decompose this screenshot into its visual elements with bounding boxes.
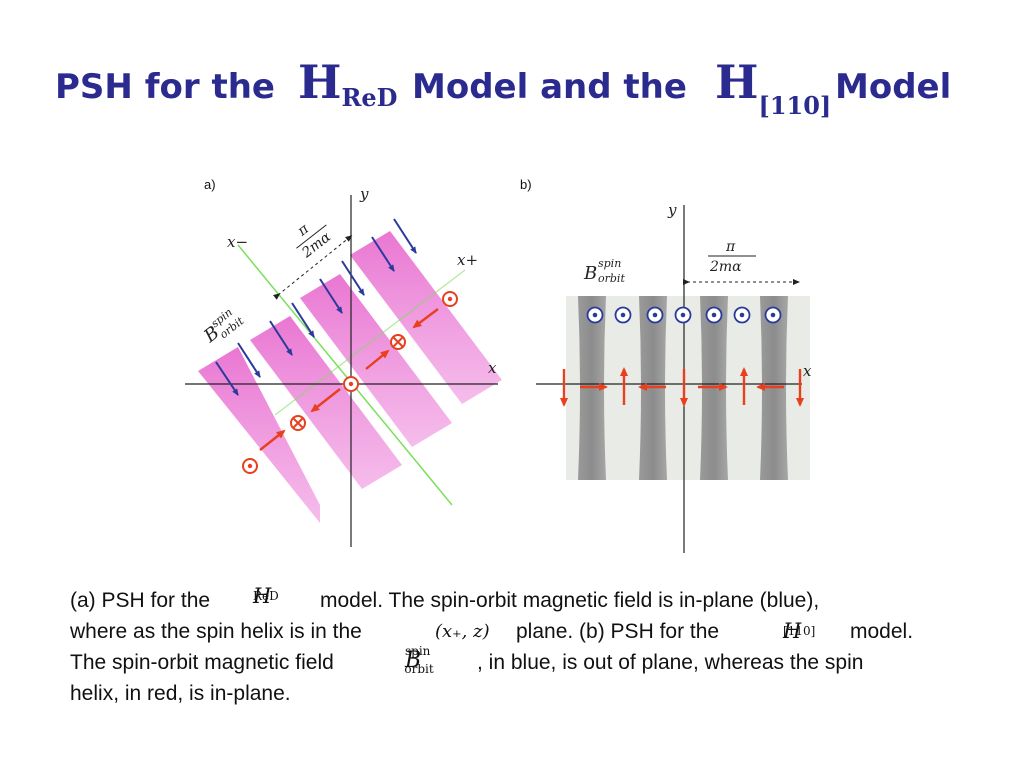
red-spin-arrow: [310, 388, 341, 413]
field-out-of-plane-symbol: [705, 306, 723, 324]
figure-svg: a) x y x− x+ π 2mα B spin orbit: [185, 177, 812, 553]
caption-math-base: H: [783, 619, 802, 643]
panel-a-label: a): [204, 177, 216, 192]
title-math-h110-base: H: [715, 55, 759, 109]
spin-out-of-plane-symbol: [242, 458, 258, 474]
panel-b-field-sub: orbit: [598, 272, 625, 285]
caption-math-base: B: [405, 648, 422, 673]
green-diagonal-line-2: [274, 269, 466, 416]
spin-into-plane-symbol: [290, 415, 306, 431]
title-math-hred-sub: ReD: [341, 83, 398, 112]
panel-a-field-label: B spin orbit: [199, 306, 246, 348]
caption-text: The spin-orbit magnetic field: [70, 651, 334, 674]
caption-line-4: helix, in red, is in-plane.: [70, 678, 970, 709]
panel-b-red-arrows: [560, 367, 804, 407]
slide-title: PSH for the HReD Model and the H[110] Mo…: [0, 55, 1024, 135]
red-spin-arrow: [259, 429, 286, 451]
caption-text: model. The spin-orbit magnetic field is …: [320, 589, 820, 612]
title-math-hred-base: H: [298, 55, 342, 109]
panel-b-blue-dots: [586, 306, 782, 324]
title-text-2: Model and the: [412, 67, 687, 107]
caption-math-base: H: [253, 584, 272, 608]
blue-field-arrow: [371, 236, 395, 272]
title-math-h110-sub: [110]: [758, 91, 832, 120]
spin-into-plane-symbol: [390, 334, 406, 350]
panel-b-period-num: π: [725, 239, 736, 255]
caption-text: , in blue, is out of plane, whereas the …: [477, 651, 864, 674]
panel-b-x-label: x: [803, 362, 812, 380]
panel-a-spin-symbols: [242, 291, 458, 474]
panel-b: b) x y π 2mα B spin orbit: [520, 177, 812, 553]
caption-math-sub: [110]: [783, 624, 816, 638]
spin-out-of-plane-symbol: [442, 291, 458, 307]
figure: a) x y x− x+ π 2mα B spin orbit: [180, 175, 840, 565]
caption-line-2: where as the spin helix is in the (x₊, z…: [70, 616, 970, 647]
spin-out-of-plane-symbol: [343, 376, 359, 392]
panel-b-period-den: 2mα: [709, 259, 742, 275]
panel-a-blue-arrows: [215, 218, 417, 396]
red-spin-arrow: [412, 308, 439, 329]
blue-field-arrow: [319, 278, 343, 314]
panel-a: a) x y x− x+ π 2mα B spin orbit: [185, 177, 502, 547]
caption-text: where as the spin helix is in the: [70, 620, 362, 643]
blue-field-arrow: [393, 218, 417, 254]
blue-field-arrow: [269, 320, 293, 356]
title-text-3: Model: [835, 67, 952, 107]
blue-field-arrow: [215, 361, 239, 396]
field-out-of-plane-symbol: [674, 306, 692, 324]
panel-a-x-label: x: [488, 359, 497, 377]
title-text-1: PSH for the: [55, 67, 275, 107]
caption-math-sub: ReD: [253, 589, 279, 603]
panel-b-label: b): [520, 177, 532, 192]
blue-field-arrow: [341, 260, 365, 296]
caption-math-plane: (x₊, z): [435, 621, 490, 642]
panel-a-red-arrows: [259, 308, 439, 451]
caption-text: plane. (b) PSH for the: [516, 620, 720, 643]
title-math-hred: HReD: [298, 55, 398, 112]
caption-text: model.: [850, 620, 914, 643]
red-spin-arrow: [365, 349, 390, 370]
blue-field-arrow: [237, 342, 261, 378]
panel-b-y-label: y: [667, 201, 677, 219]
caption-math-sup: spin: [405, 644, 431, 658]
pink-stripe: [198, 347, 320, 523]
caption-text: (a) PSH for the: [70, 589, 211, 612]
panel-a-period-bar: [296, 224, 327, 249]
field-out-of-plane-symbol: [733, 306, 751, 324]
panel-a-xminus-label: x−: [227, 233, 248, 251]
field-out-of-plane-symbol: [614, 306, 632, 324]
panel-a-period-label: π 2mα: [294, 221, 334, 262]
blue-field-arrow: [291, 302, 315, 338]
panel-a-xplus-label: x+: [457, 251, 478, 269]
title-math-h110: H[110]: [715, 55, 831, 120]
pink-stripe: [250, 316, 402, 489]
panel-b-field-sup: spin: [598, 257, 621, 270]
field-out-of-plane-symbol: [764, 306, 782, 324]
field-out-of-plane-symbol: [646, 306, 664, 324]
panel-b-period-label: π 2mα: [708, 239, 756, 275]
caption-text: helix, in red, is in-plane.: [70, 682, 291, 705]
panel-a-period-num: π: [294, 221, 313, 240]
panel-a-y-label: y: [359, 185, 369, 203]
panel-b-field-label: B spin orbit: [583, 257, 625, 285]
panel-b-field-base: B: [583, 263, 597, 284]
field-out-of-plane-symbol: [586, 306, 604, 324]
caption-math-sub: orbit: [404, 662, 434, 676]
